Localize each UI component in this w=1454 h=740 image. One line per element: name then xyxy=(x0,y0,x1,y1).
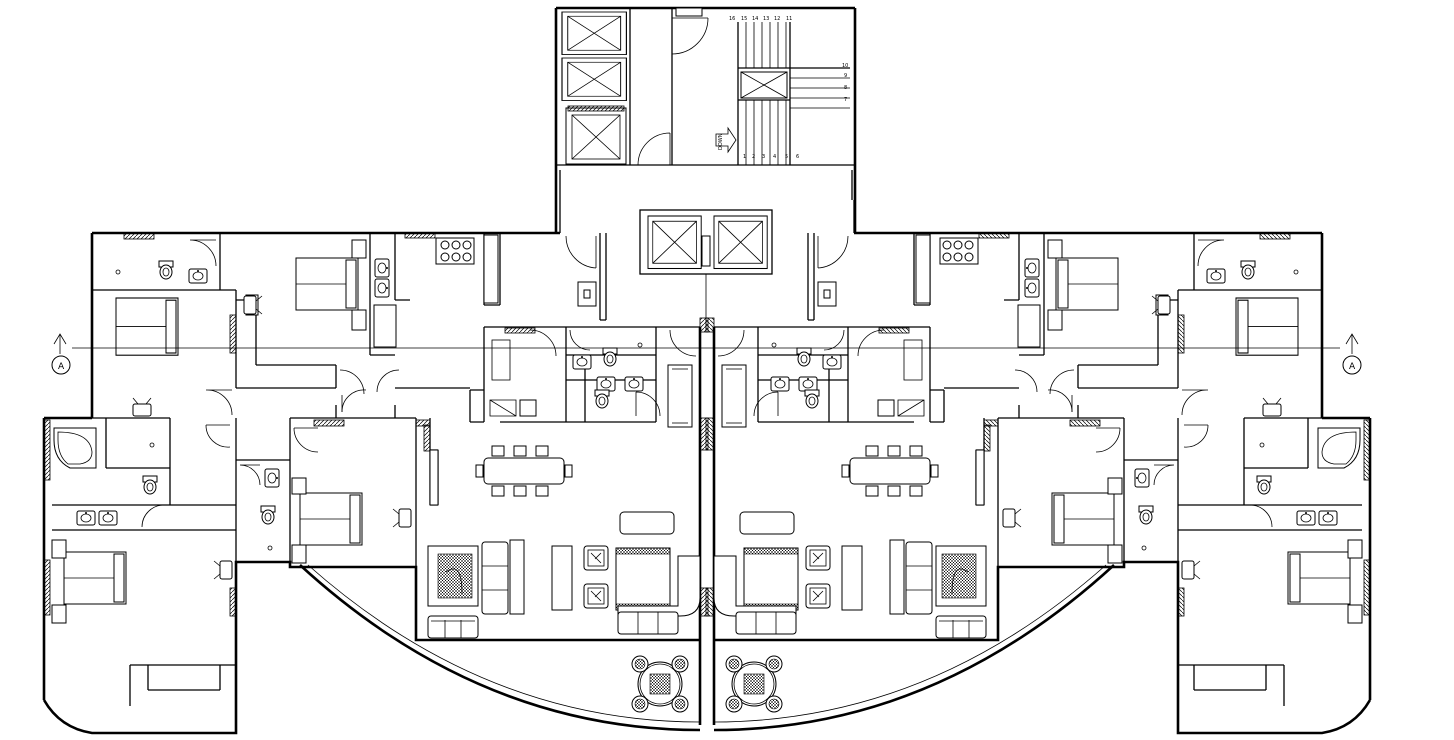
stair-lower-numbers: 1 2 3 4 5 6 xyxy=(743,154,799,160)
section-marker-left xyxy=(51,355,71,375)
stair-number: 15 xyxy=(741,16,747,22)
stair-number: 6 xyxy=(796,154,799,160)
stair-number: 14 xyxy=(752,16,758,22)
stair-number: 2 xyxy=(752,154,755,160)
stair-number: 16 xyxy=(729,16,735,22)
section-label-right: A xyxy=(1349,362,1356,372)
stair-number: 4 xyxy=(773,154,776,160)
stair-number: 1 xyxy=(743,154,746,160)
section-label-left: A xyxy=(58,362,65,372)
stair-number: 10 xyxy=(842,63,848,69)
core: DOWN 16 15 14 13 12 11 10 9 8 7 1 2 3 4 … xyxy=(554,6,857,330)
stair-number: 9 xyxy=(844,73,847,79)
stair-number: 11 xyxy=(786,16,792,22)
stair-number: 13 xyxy=(763,16,769,22)
stair-number: 8 xyxy=(844,85,847,91)
stair-number: 7 xyxy=(844,97,847,103)
section-line: A A xyxy=(51,333,1362,375)
stair-right-numbers: 10 9 8 7 xyxy=(842,63,848,103)
stair-arrow-label: DOWN xyxy=(718,133,724,150)
right-apartment xyxy=(706,200,1370,733)
left-apartment xyxy=(44,200,708,733)
stair-number: 12 xyxy=(774,16,780,22)
section-marker-right xyxy=(1342,355,1362,375)
stair-number: 5 xyxy=(785,154,788,160)
stair-upper-numbers: 16 15 14 13 12 11 xyxy=(729,16,792,22)
stair-number: 3 xyxy=(762,154,765,160)
